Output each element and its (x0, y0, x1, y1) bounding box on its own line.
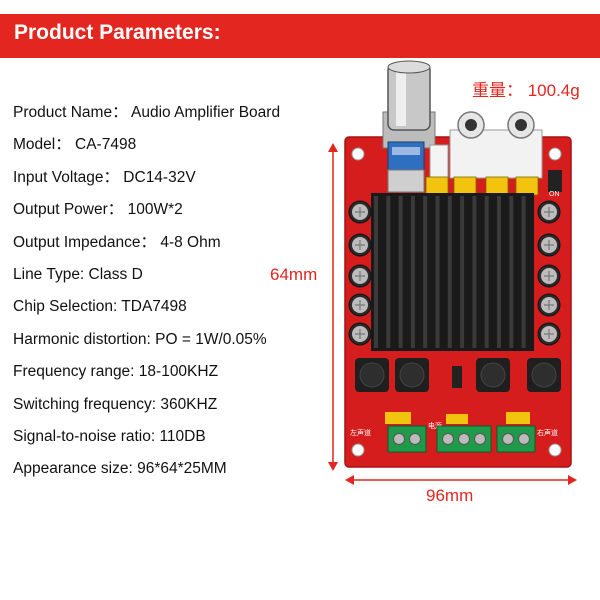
film-capacitors (425, 176, 539, 196)
terminal-screw (502, 433, 514, 445)
volume-knob (382, 60, 436, 149)
heatsink-fin (521, 196, 526, 348)
terminal-screw (442, 433, 454, 445)
terminal-screw (518, 433, 530, 445)
terminal-screw (474, 433, 486, 445)
heatsink-fin (497, 196, 501, 348)
rca-input-jacks (449, 111, 543, 179)
height-dimension-arrow (328, 143, 338, 471)
switch-on-label: ON (549, 191, 560, 198)
screw-terminals (387, 425, 536, 453)
terminal-screw (458, 433, 470, 445)
heatsink-fin (435, 196, 440, 348)
width-dimension-arrow (345, 475, 577, 485)
section-banner: Product Parameters: (0, 14, 600, 58)
heatsink (371, 193, 534, 351)
heatsink-fin (460, 196, 465, 348)
spec-list: Product Name： Audio Amplifier Board Mode… (13, 100, 343, 489)
potentiometer-base (387, 169, 425, 193)
terminal-screw (393, 433, 405, 445)
inductors (355, 358, 561, 392)
spec-harmonic-distortion: Harmonic distortion: PO = 1W/0.05% (13, 330, 267, 348)
mounting-hole (351, 147, 365, 161)
heatsink-fin (410, 196, 415, 348)
spec-input-voltage: Input Voltage： DC14-32V (13, 168, 196, 186)
heatsink-fin (374, 196, 378, 348)
heatsink-fin (447, 196, 452, 348)
heatsink-fin (484, 196, 489, 348)
regulator-chip (452, 366, 462, 388)
height-dimension-label: 64mm (270, 265, 318, 284)
spec-size: Appearance size: 96*64*25MM (13, 460, 227, 478)
power-label: 电源 (428, 421, 442, 430)
spec-output-impedance: Output Impedance： 4-8 Ohm (13, 233, 221, 251)
mounting-hole (548, 443, 562, 457)
spec-model: Model： CA-7498 (13, 136, 137, 154)
spec-product-name: Product Name： Audio Amplifier Board (13, 104, 281, 121)
capacitors-right (537, 200, 561, 346)
heatsink-fin (509, 196, 514, 348)
jumper-switch: ON (548, 170, 562, 198)
section-title: Product Parameters: (14, 21, 221, 44)
heatsink-fin (386, 196, 391, 348)
capacitors-left (348, 200, 372, 346)
width-dimension-label: 96mm (426, 486, 474, 505)
terminal-screw (409, 433, 421, 445)
spec-output-power: Output Power： 100W*2 (13, 201, 183, 219)
blue-potentiometer (387, 141, 425, 171)
left-channel-label: 左声道 (350, 428, 371, 437)
terminal-label-stickers (385, 412, 530, 424)
spec-frequency-range: Frequency range: 18-100KHZ (13, 363, 219, 381)
heatsink-fin (398, 196, 403, 348)
weight-label: 重量： 100.4g (472, 81, 580, 100)
spec-snr: Signal-to-noise ratio: 110DB (13, 427, 206, 445)
mounting-hole (351, 443, 365, 457)
input-header (429, 144, 449, 180)
spec-chip: Chip Selection: TDA7498 (13, 298, 187, 316)
spec-line-type: Line Type: Class D (13, 265, 143, 283)
spec-switching-frequency: Switching frequency: 360KHZ (13, 395, 218, 413)
mounting-hole (548, 147, 562, 161)
heatsink-fin (423, 196, 428, 348)
heatsink-fin (472, 196, 477, 348)
right-channel-label: 右声道 (537, 428, 558, 437)
